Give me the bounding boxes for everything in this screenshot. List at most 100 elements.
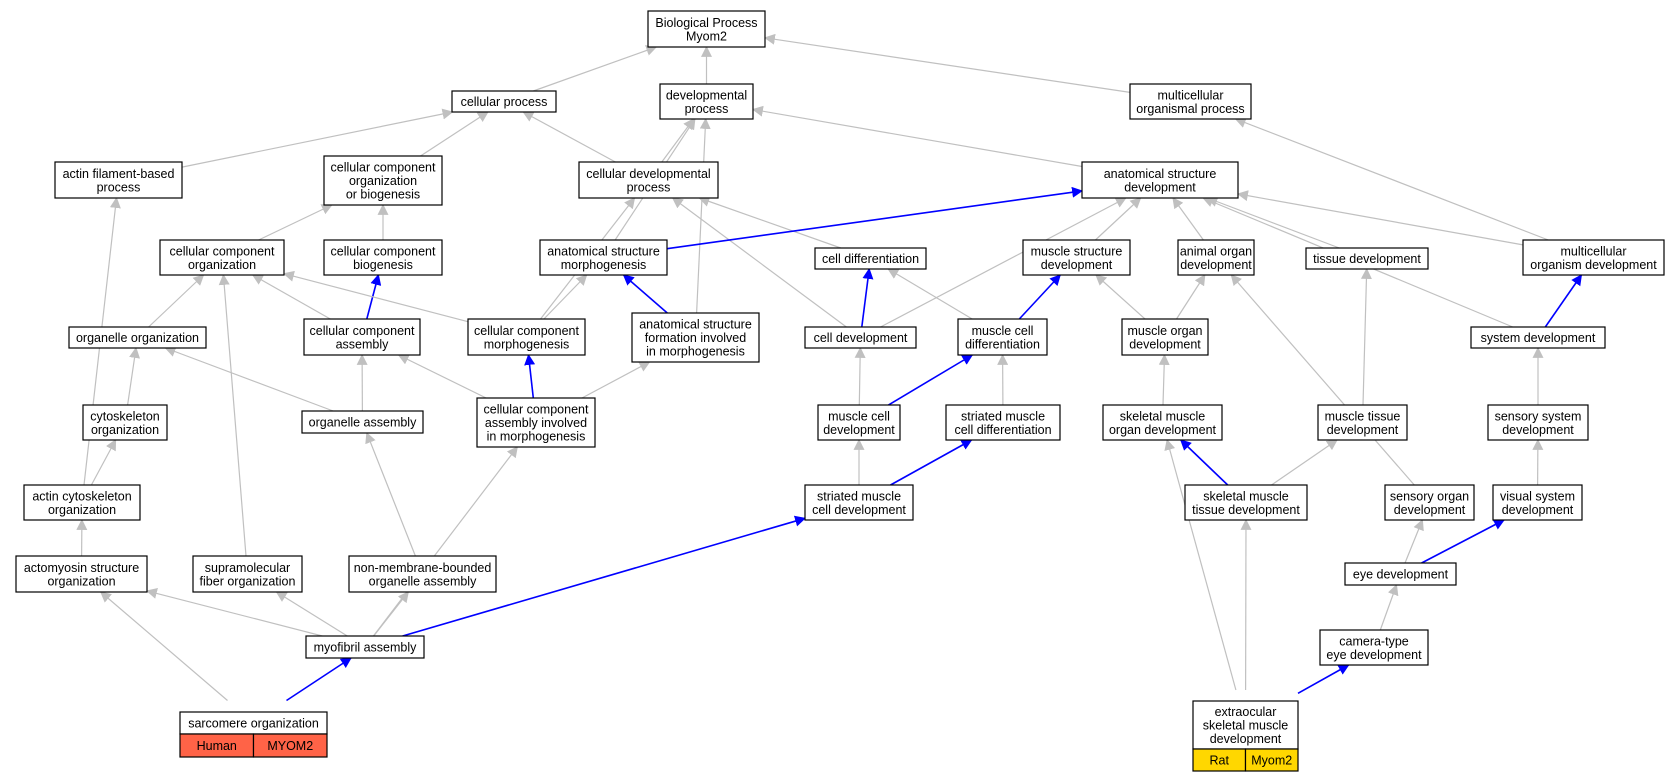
node-label-line: assembly involved (485, 416, 587, 430)
edge-mcdev-to-mcd (887, 354, 974, 406)
node-box (82, 404, 168, 441)
node-cellproc[interactable]: cellular process (451, 90, 557, 113)
edge-muscleorgdev-to-aod (1175, 274, 1206, 320)
node-label-line: process (97, 180, 141, 194)
edges-layer (76, 33, 1583, 702)
node-label-line: tissue development (1313, 252, 1421, 266)
node-box (23, 484, 141, 521)
node-box (348, 555, 497, 593)
node-label-line: process (685, 102, 729, 116)
node-label-line: cell development (814, 331, 908, 345)
node-label-line: tissue development (1192, 503, 1300, 517)
annotation-gene-cell (252, 733, 328, 758)
edge-celldevproc-to-devproc (661, 118, 695, 163)
node-eyedev[interactable]: eye development (1344, 562, 1457, 586)
node-label-line: skeletal muscle (1120, 409, 1205, 423)
edge-nmboa-to-orgasm (365, 431, 416, 557)
edge-myofib-to-nmboa (373, 591, 409, 637)
node-label-line: in morphogenesis (646, 345, 745, 359)
edge-asfm-to-devproc (696, 117, 711, 314)
node-label-line: development (1129, 337, 1201, 351)
node-sysdev[interactable]: system development (1470, 326, 1606, 349)
node-label-line: organ development (1109, 423, 1217, 437)
node-box (303, 318, 421, 356)
node-label-line: differentiation (965, 337, 1040, 351)
node-label-line: cell differentiation (822, 252, 919, 266)
node-celldev[interactable]: cell development (804, 326, 917, 349)
node-box (945, 404, 1061, 441)
node-label-line: muscle cell (972, 324, 1034, 338)
node-label-line: anatomical structure (639, 318, 752, 332)
node-label-line: organelle assembly (369, 574, 477, 588)
node-box (451, 90, 557, 113)
edge-sensorgdev-to-aod (1230, 274, 1415, 486)
edge-asm-to-asd (666, 186, 1084, 250)
edge-msd-to-asd (1094, 197, 1142, 241)
edge-ccm-to-cco (282, 270, 469, 323)
node-label-line: development (1502, 423, 1574, 437)
node-celldiff[interactable]: cell differentiation (814, 247, 927, 270)
node-box (1121, 318, 1209, 356)
node-label-line: organization (91, 423, 159, 437)
node-tissuedev[interactable]: tissue development (1305, 247, 1429, 270)
edge-celldev-to-celldiff (861, 267, 874, 328)
node-box (1102, 404, 1223, 441)
edge-celldev-to-asd (880, 197, 1127, 328)
node-box (1487, 404, 1589, 441)
edge-celldev-to-celldevproc (671, 197, 847, 328)
node-label-line: actin cytoskeleton (32, 489, 131, 503)
annotation-gene-cell (1244, 748, 1299, 772)
edge-multiproc-to-bp (763, 33, 1131, 93)
node-box (467, 318, 586, 356)
node-box (1522, 239, 1665, 276)
node-label-line: cell development (812, 503, 906, 517)
node-orgorg[interactable]: organelle organization (68, 326, 207, 349)
node-label-line: muscle tissue (1325, 409, 1401, 423)
node-box (301, 410, 424, 434)
edge-mcd-to-msd (1018, 274, 1061, 320)
node-box (323, 239, 443, 276)
node-orgasm[interactable]: organelle assembly (301, 410, 424, 434)
node-box (159, 239, 285, 276)
node-myofib[interactable]: myofibril assembly (305, 635, 425, 659)
node-label-line: biogenesis (353, 258, 413, 272)
node-box (539, 239, 668, 276)
node-label-line: development (1502, 503, 1574, 517)
